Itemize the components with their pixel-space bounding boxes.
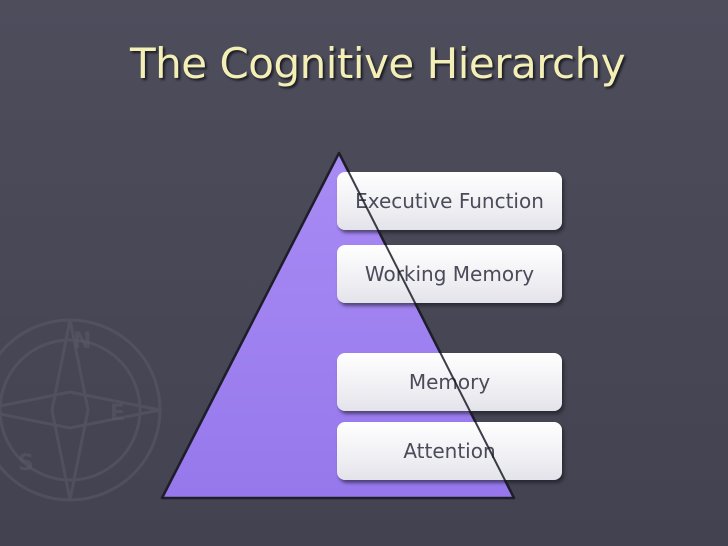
level-executive-function: Executive Function [337,172,562,230]
level-working-memory: Working Memory [337,245,562,303]
level-memory: Memory [337,353,562,411]
compass-letter-s: S [18,451,34,476]
compass-letter-e: E [110,401,125,426]
level-attention: Attention [337,422,562,480]
slide-title: The Cognitive Hierarchy [130,39,626,88]
compass-watermark-icon: N S E [0,318,162,502]
compass-letter-n: N [73,329,91,354]
